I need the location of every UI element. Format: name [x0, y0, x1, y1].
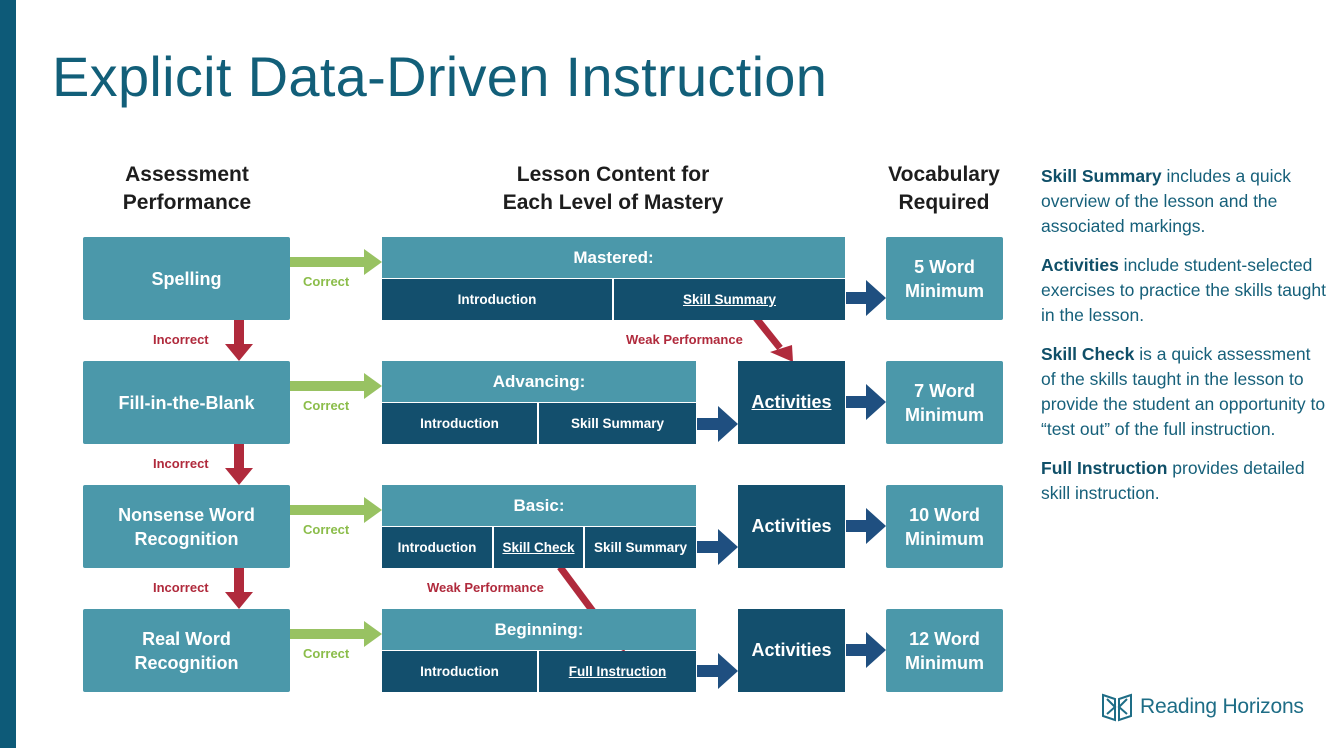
vocab-count: 7 Word [914, 380, 975, 401]
correct-label: Correct [303, 398, 350, 413]
flow-arrow [846, 280, 886, 316]
flow-arrow [697, 529, 738, 565]
definition-skill-summary: Skill Summary includes a quick overview … [1041, 164, 1326, 239]
weak-performance-label: Weak Performance [427, 580, 544, 595]
column-header-lesson-line-1: Lesson Content for [516, 163, 710, 186]
correct-arrow [290, 249, 382, 275]
assessment-label: Spelling [151, 268, 222, 289]
definition-term: Full Instruction [1041, 458, 1168, 478]
incorrect-label: Incorrect [153, 332, 209, 347]
page-title: Explicit Data-Driven Instruction [52, 45, 828, 108]
column-header-vocabulary-line-1: Vocabulary [888, 163, 1000, 186]
segment-introduction: Introduction [382, 279, 612, 320]
activities-box[interactable]: Activities [738, 361, 845, 444]
segment-skill-check[interactable]: Skill Check [494, 527, 583, 568]
flow-arrow [697, 653, 738, 689]
flow-arrow [846, 632, 886, 668]
definition-term: Skill Summary [1041, 166, 1162, 186]
definition-activities: Activities include student-selected exer… [1041, 253, 1326, 328]
column-header-assessment-line-1: Assessment [125, 163, 249, 186]
definition-text: is a quick assessment of the skills taug… [1041, 344, 1326, 439]
correct-label: Correct [303, 522, 350, 537]
definitions-sidebar: Skill Summary includes a quick overview … [1041, 164, 1326, 520]
segment-introduction: Introduction [382, 527, 492, 568]
column-header-vocabulary-line-2: Required [898, 191, 990, 214]
definition-text: include student-selected exercises to pr… [1041, 255, 1326, 325]
vocab-count: 10 Word [909, 504, 980, 525]
book-logo-icon [1102, 693, 1132, 722]
vocab-minimum: Minimum [905, 404, 984, 425]
level-advancing-header: Advancing: [382, 361, 696, 402]
assessment-fill-in-the-blank-text: Fill-in-the-Blank [119, 391, 255, 415]
level-mastered-header: Mastered: [382, 237, 845, 278]
correct-arrow [290, 621, 382, 647]
assessment-spelling-text: Spelling [151, 267, 221, 291]
incorrect-arrow [225, 568, 253, 609]
segment-introduction: Introduction [382, 651, 537, 692]
incorrect-arrow [225, 444, 253, 485]
assessment-label: Nonsense Word [118, 504, 255, 525]
assessment-label: Recognition [134, 528, 239, 549]
definition-text: provides detailed skill instruction. [1041, 458, 1305, 503]
segment-introduction: Introduction [382, 403, 537, 444]
accent-bar [0, 0, 16, 748]
column-header-vocabulary: Vocabulary Required [874, 161, 1014, 217]
vocab-minimum: Minimum [905, 528, 984, 549]
column-header-assessment: Assessment Performance [107, 161, 267, 217]
activities-box: Activities [738, 485, 845, 568]
flow-arrow [846, 384, 886, 420]
vocab-count: 5 Word [914, 256, 975, 277]
assessment-label: Fill-in-the-Blank [118, 392, 255, 413]
correct-label: Correct [303, 646, 350, 661]
incorrect-label: Incorrect [153, 580, 209, 595]
flow-arrow [846, 508, 886, 544]
weak-performance-arrowhead [770, 345, 793, 362]
definition-term: Activities [1041, 255, 1119, 275]
definition-full-instruction: Full Instruction provides detailed skill… [1041, 456, 1326, 506]
column-header-assessment-line-2: Performance [122, 191, 252, 214]
assessment-label: Real Word [142, 628, 231, 649]
segment-full-instruction[interactable]: Full Instruction [539, 651, 696, 692]
segment-skill-summary[interactable]: Skill Summary [614, 279, 845, 320]
assessment-label: Recognition [134, 652, 239, 673]
segment-skill-summary: Skill Summary [585, 527, 696, 568]
definition-skill-check: Skill Check is a quick assessment of the… [1041, 342, 1326, 442]
assessment-spelling: Spelling [83, 237, 290, 320]
correct-label: Correct [303, 274, 350, 289]
correct-arrows [290, 249, 382, 647]
column-header-lesson: Lesson Content for Each Level of Mastery [463, 161, 763, 217]
correct-arrow [290, 497, 382, 523]
activities-box: Activities [738, 609, 845, 692]
correct-arrow [290, 373, 382, 399]
logo-text: Reading Horizons [1140, 695, 1304, 718]
vocab-count: 12 Word [909, 628, 980, 649]
definition-text: includes a quick overview of the lesson … [1041, 166, 1292, 236]
level-basic-header: Basic: [382, 485, 696, 526]
segment-skill-summary: Skill Summary [539, 403, 696, 444]
incorrect-label: Incorrect [153, 456, 209, 471]
reading-horizons-logo: Reading Horizons [1100, 690, 1304, 724]
level-beginning-header: Beginning: [382, 609, 696, 650]
weak-performance-label: Weak Performance [626, 332, 743, 347]
definition-term: Skill Check [1041, 344, 1135, 364]
assessment-fill-in-the-blank: Fill-in-the-Blank [83, 361, 290, 444]
flow-arrow [697, 406, 738, 442]
column-header-lesson-line-2: Each Level of Mastery [502, 191, 724, 214]
vocab-minimum: Minimum [905, 280, 984, 301]
incorrect-arrow [225, 320, 253, 361]
vocab-minimum: Minimum [905, 652, 984, 673]
weak-performance-arrow [753, 315, 783, 351]
